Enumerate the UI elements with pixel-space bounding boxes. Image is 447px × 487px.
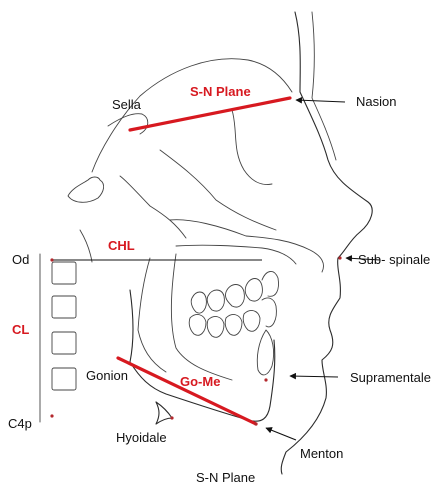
sn-plane-label: S-N Plane (190, 84, 251, 99)
menton-label: Menton (300, 446, 343, 461)
menton-arrow (266, 428, 296, 440)
supramentale-arrow (290, 376, 338, 377)
sella-label: Sella (112, 97, 142, 112)
gome-label: Go-Me (180, 374, 220, 389)
od-label: Od (12, 252, 29, 267)
cervical-vertebrae (40, 230, 92, 422)
sn-plane-line (130, 98, 290, 130)
supramentale-label: Supramentale (350, 370, 431, 385)
nasion-arrow (296, 100, 345, 102)
od-point (50, 258, 53, 261)
gome-line (118, 358, 256, 424)
chl-label: CHL (108, 238, 135, 253)
sub-spinale-point (338, 256, 341, 259)
teeth (189, 271, 278, 375)
hyoidale-point (170, 416, 173, 419)
bottom-caption: S-N Plane (196, 470, 255, 485)
c4p-label: C4p (8, 416, 32, 431)
hyoid-bone (156, 402, 172, 424)
hyoidale-label: Hyoidale (116, 430, 167, 445)
cl-label: CL (12, 322, 29, 337)
landmark-points (50, 256, 341, 425)
nasion-label: Nasion (356, 94, 396, 109)
menton-point (254, 422, 257, 425)
c4p-point (50, 414, 53, 417)
gonion-label: Gonion (86, 368, 128, 383)
sub-spinale-label: Sub- spinale (358, 252, 430, 267)
supramentale-point (264, 378, 267, 381)
